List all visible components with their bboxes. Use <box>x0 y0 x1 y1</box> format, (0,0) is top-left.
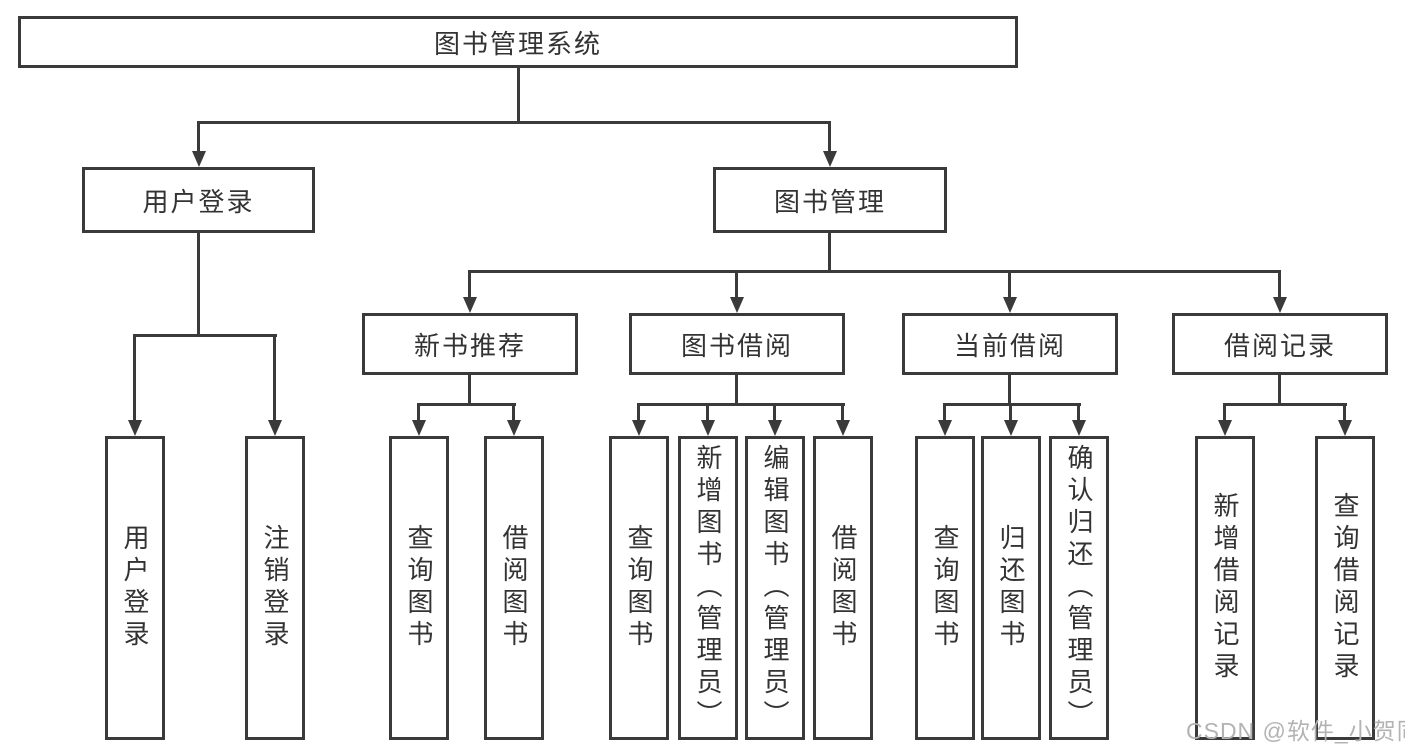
leaf-cb-confirm-return-admin-label: 确认归还（管理员） <box>1064 444 1094 732</box>
connector-root-stem <box>517 68 520 122</box>
leaf-bb-borrow-books: 借阅图书 <box>813 436 873 740</box>
node-new-book-recommendation: 新书推荐 <box>362 313 578 375</box>
connector-bookmgmt-rail <box>468 270 1281 273</box>
connector-drop-leaf-user-login <box>133 336 136 422</box>
connector-drop-borrow-records <box>1278 272 1281 299</box>
arrow-to-bb-query <box>632 420 646 436</box>
connector-bookborrow-stem <box>735 375 738 405</box>
arrow-to-user-login <box>192 151 206 167</box>
leaf-logout: 注销登录 <box>245 436 305 740</box>
arrow-to-cb-confirm <box>1072 420 1086 436</box>
watermark: CSDN @软件_小贺同学 <box>1186 718 1405 744</box>
leaf-br-query-record-label: 查询借阅记录 <box>1330 492 1360 684</box>
connector-newbooks-rail <box>417 403 516 406</box>
arrow-to-new-books <box>463 297 477 313</box>
leaf-cb-query-books: 查询图书 <box>915 436 975 740</box>
arrow-to-book-borrow <box>730 297 744 313</box>
connector-drop-br-add <box>1223 405 1226 422</box>
leaf-user-login: 用户登录 <box>105 436 165 740</box>
connector-drop-book-mgmt <box>828 122 831 153</box>
connector-drop-book-borrow <box>735 272 738 299</box>
arrow-to-nb-borrow <box>507 420 521 436</box>
arrow-to-cb-return <box>1004 420 1018 436</box>
leaf-cb-return-books: 归还图书 <box>981 436 1041 740</box>
arrow-to-book-mgmt <box>823 151 837 167</box>
connector-drop-bb-borrow <box>841 405 844 422</box>
leaf-bb-add-books-admin-label: 新增图书（管理员） <box>693 444 723 732</box>
leaf-bb-add-books-admin: 新增图书（管理员） <box>678 436 738 740</box>
leaf-bb-edit-books-admin: 编辑图书（管理员） <box>745 436 805 740</box>
connector-userlogin-rail <box>133 334 277 337</box>
leaf-cb-return-books-label: 归还图书 <box>996 524 1026 652</box>
arrow-to-br-query <box>1338 420 1352 436</box>
leaf-bb-edit-books-admin-label: 编辑图书（管理员） <box>760 444 790 732</box>
connector-drop-current-borrow <box>1008 272 1011 299</box>
leaf-br-add-record: 新增借阅记录 <box>1195 436 1255 740</box>
connector-drop-new-books <box>468 272 471 299</box>
node-borrowing-records: 借阅记录 <box>1172 313 1388 375</box>
arrow-to-cb-query <box>938 420 952 436</box>
connector-borrowrecords-rail <box>1223 403 1347 406</box>
connector-bookmgmt-stem <box>828 233 831 272</box>
arrow-to-leaf-user-login <box>128 420 142 436</box>
leaf-cb-confirm-return-admin: 确认归还（管理员） <box>1049 436 1109 740</box>
connector-drop-user-login <box>197 122 200 153</box>
arrow-to-leaf-logout <box>268 420 282 436</box>
arrow-to-nb-query <box>412 420 426 436</box>
leaf-bb-borrow-books-label: 借阅图书 <box>828 524 858 652</box>
leaf-br-add-record-label: 新增借阅记录 <box>1210 492 1240 684</box>
connector-drop-leaf-logout <box>273 336 276 422</box>
node-user-login: 用户登录 <box>82 167 315 233</box>
connector-newbooks-stem <box>468 375 471 405</box>
leaf-nb-borrow-books-label: 借阅图书 <box>499 524 529 652</box>
leaf-user-login-label: 用户登录 <box>120 524 150 652</box>
connector-root-rail <box>197 121 831 124</box>
arrow-to-bb-edit <box>768 420 782 436</box>
leaf-br-query-record: 查询借阅记录 <box>1315 436 1375 740</box>
connector-drop-cb-query <box>943 405 946 422</box>
node-library-management-system: 图书管理系统 <box>18 16 1018 68</box>
connector-drop-cb-confirm <box>1077 405 1080 422</box>
connector-currentborrow-stem <box>1008 375 1011 405</box>
connector-drop-cb-return <box>1009 405 1012 422</box>
arrow-to-borrow-records <box>1273 297 1287 313</box>
leaf-nb-query-books-label: 查询图书 <box>404 524 434 652</box>
leaf-nb-query-books: 查询图书 <box>389 436 449 740</box>
arrow-to-bb-add <box>701 420 715 436</box>
leaf-logout-label: 注销登录 <box>260 524 290 652</box>
leaf-nb-borrow-books: 借阅图书 <box>484 436 544 740</box>
connector-drop-br-query <box>1343 405 1346 422</box>
connector-borrowrecords-stem <box>1278 375 1281 405</box>
connector-bookborrow-rail <box>637 403 845 406</box>
leaf-bb-query-books-label: 查询图书 <box>624 524 654 652</box>
connector-drop-bb-query <box>637 405 640 422</box>
arrow-to-bb-borrow <box>836 420 850 436</box>
node-book-borrowing: 图书借阅 <box>629 313 845 375</box>
leaf-cb-query-books-label: 查询图书 <box>930 524 960 652</box>
connector-userlogin-stem <box>197 233 200 336</box>
node-current-borrowing: 当前借阅 <box>902 313 1118 375</box>
leaf-bb-query-books: 查询图书 <box>609 436 669 740</box>
arrow-to-current-borrow <box>1003 297 1017 313</box>
connector-currentborrow-rail <box>943 403 1081 406</box>
arrow-to-br-add <box>1218 420 1232 436</box>
node-book-management: 图书管理 <box>713 167 947 233</box>
connector-drop-nb-query <box>417 405 420 422</box>
connector-drop-bb-add <box>706 405 709 422</box>
connector-drop-bb-edit <box>773 405 776 422</box>
connector-drop-nb-borrow <box>512 405 515 422</box>
